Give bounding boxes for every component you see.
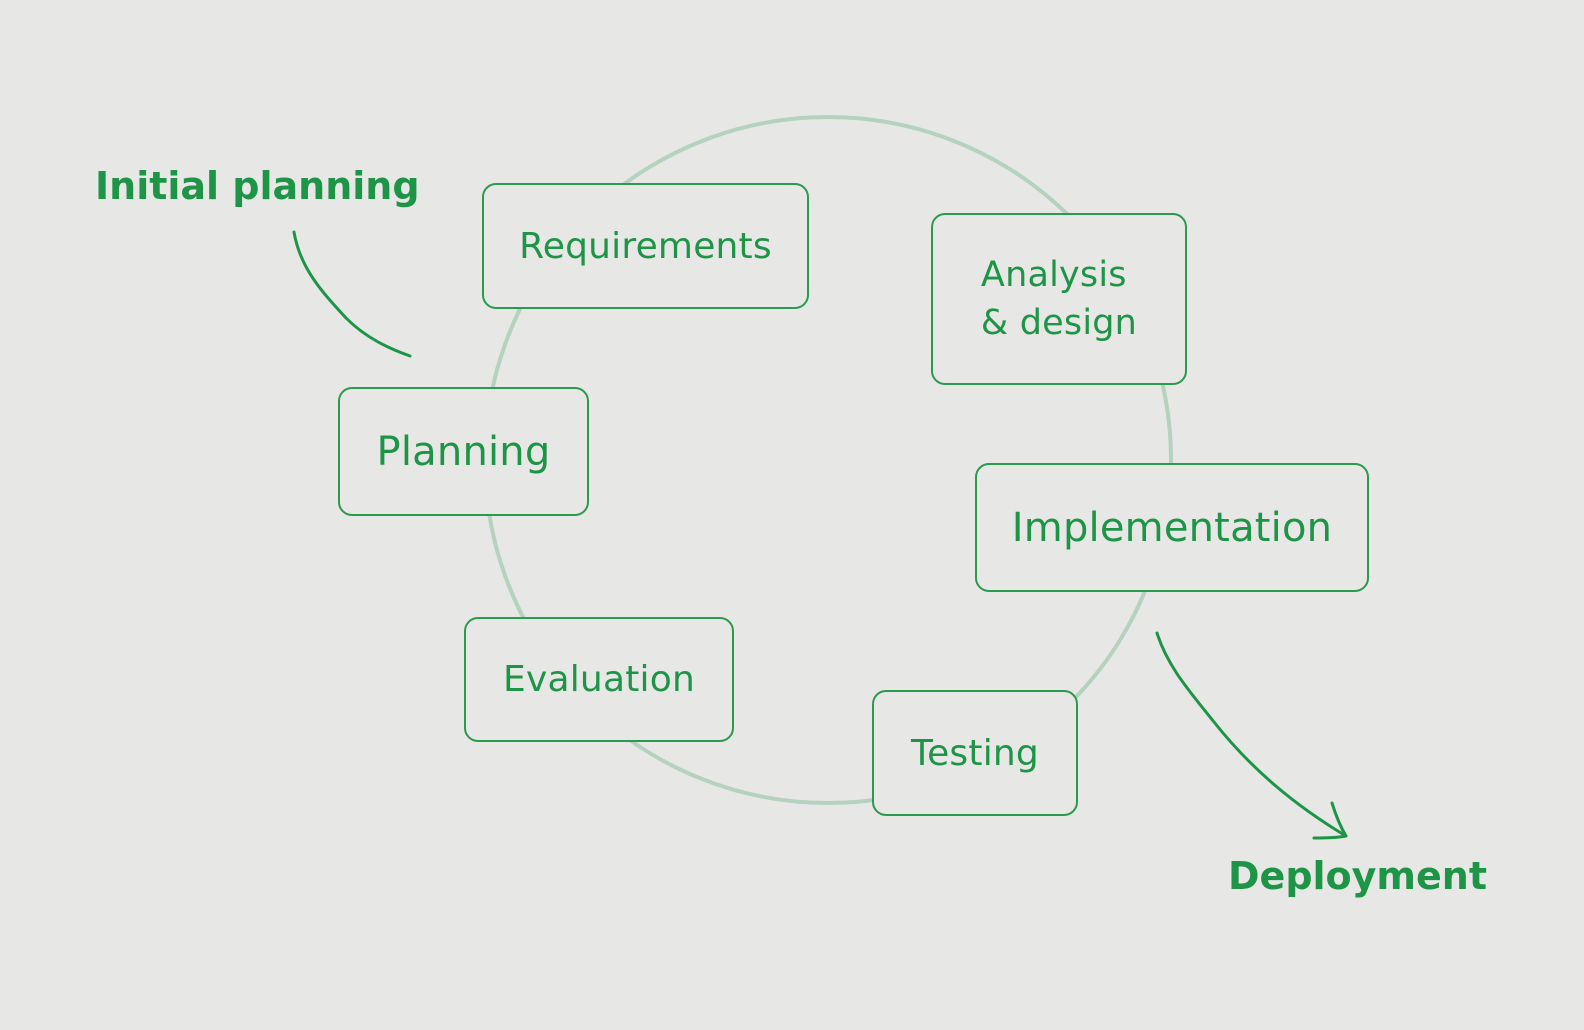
stage-evaluation-label: Evaluation bbox=[503, 659, 695, 700]
deployment-label: Deployment bbox=[1228, 854, 1488, 898]
stage-analysis-design: Analysis & design bbox=[931, 213, 1187, 385]
stage-testing: Testing bbox=[872, 690, 1078, 816]
stage-planning-label: Planning bbox=[376, 428, 551, 475]
stage-evaluation: Evaluation bbox=[464, 617, 734, 742]
stage-implementation: Implementation bbox=[975, 463, 1369, 592]
stage-analysis-design-label: Analysis & design bbox=[980, 255, 1138, 343]
initial-planning-pointer bbox=[292, 230, 412, 358]
deployment-arrow bbox=[1155, 631, 1348, 838]
stage-testing-label: Testing bbox=[911, 732, 1039, 774]
stage-implementation-label: Implementation bbox=[1011, 504, 1333, 551]
stage-requirements: Requirements bbox=[482, 183, 809, 309]
stage-planning: Planning bbox=[338, 387, 589, 516]
stage-requirements-label: Requirements bbox=[519, 225, 772, 267]
deployment-arrowhead bbox=[1312, 801, 1348, 840]
initial-planning-label: Initial planning bbox=[95, 164, 420, 208]
